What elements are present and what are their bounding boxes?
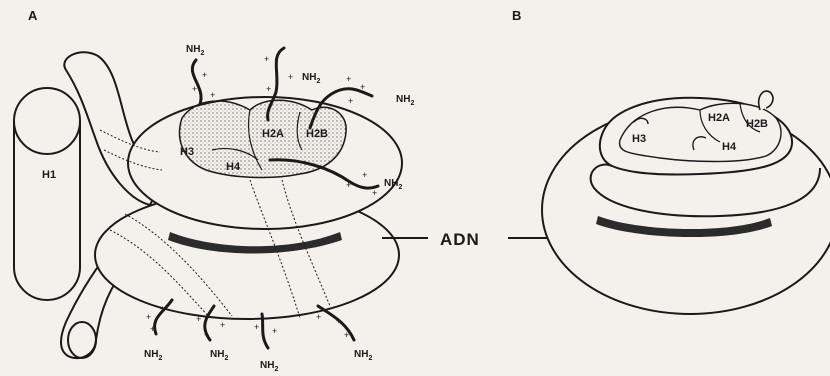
svg-text:+: +: [272, 326, 277, 336]
panel-a-label: A: [28, 8, 38, 23]
nh2-label: NH: [302, 72, 316, 83]
h1-label: H1: [42, 169, 56, 181]
nh2-label: NH: [260, 360, 274, 371]
h4-label-a: H4: [226, 161, 241, 173]
h2b-label-b: H2B: [746, 118, 768, 130]
panel-b-label: B: [512, 8, 521, 23]
h2a-label-b: H2A: [708, 112, 730, 124]
svg-text:+: +: [372, 188, 377, 198]
svg-text:+: +: [346, 74, 351, 84]
svg-text:+: +: [346, 180, 351, 190]
svg-text:+: +: [192, 84, 197, 94]
svg-text:+: +: [266, 84, 271, 94]
svg-text:+: +: [316, 312, 321, 322]
svg-text:NH2: NH2: [186, 44, 204, 57]
nh2-subscript: 2: [274, 366, 278, 373]
svg-text:NH2: NH2: [354, 349, 372, 362]
svg-text:NH2: NH2: [260, 360, 278, 373]
h3-label-a: H3: [180, 146, 194, 158]
svg-text:+: +: [202, 70, 207, 80]
svg-text:+: +: [146, 312, 151, 322]
h3-label-b: H3: [632, 133, 646, 145]
nh2-subscript: 2: [368, 355, 372, 362]
nh2-label: NH: [354, 349, 368, 360]
svg-text:+: +: [264, 54, 269, 64]
nh2-subscript: 2: [200, 50, 204, 57]
svg-text:NH2: NH2: [396, 94, 414, 107]
h4-label-b: H4: [722, 141, 737, 153]
nh2-label: NH: [210, 349, 224, 360]
svg-text:+: +: [362, 170, 367, 180]
h1-cylinder: [14, 88, 80, 300]
svg-text:+: +: [336, 316, 341, 326]
h2b-label-a: H2B: [306, 128, 328, 140]
svg-text:+: +: [150, 324, 155, 334]
h2b-tail-b: [759, 91, 773, 110]
svg-text:+: +: [344, 330, 349, 340]
svg-text:+: +: [210, 90, 215, 100]
svg-text:+: +: [220, 320, 225, 330]
nh2-label: NH: [186, 44, 200, 55]
svg-text:+: +: [348, 96, 353, 106]
svg-text:+: +: [160, 304, 165, 314]
nh2-label: NH: [396, 94, 410, 105]
svg-text:NH2: NH2: [210, 349, 228, 362]
svg-text:+: +: [196, 314, 201, 324]
svg-text:+: +: [254, 322, 259, 332]
svg-text:+: +: [288, 72, 293, 82]
nh2-subscript: 2: [410, 100, 414, 107]
adn-label: ADN: [440, 230, 480, 249]
nh2-label: NH: [384, 178, 398, 189]
svg-text:+: +: [360, 82, 365, 92]
nh2-subscript: 2: [398, 184, 402, 191]
h2a-label-a: H2A: [262, 128, 284, 140]
svg-text:NH2: NH2: [302, 72, 320, 85]
svg-text:+: +: [204, 330, 209, 340]
svg-text:NH2: NH2: [144, 349, 162, 362]
nh2-subscript: 2: [158, 355, 162, 362]
nh2-subscript: 2: [224, 355, 228, 362]
nh2-label: NH: [144, 349, 158, 360]
nh2-subscript: 2: [316, 78, 320, 85]
